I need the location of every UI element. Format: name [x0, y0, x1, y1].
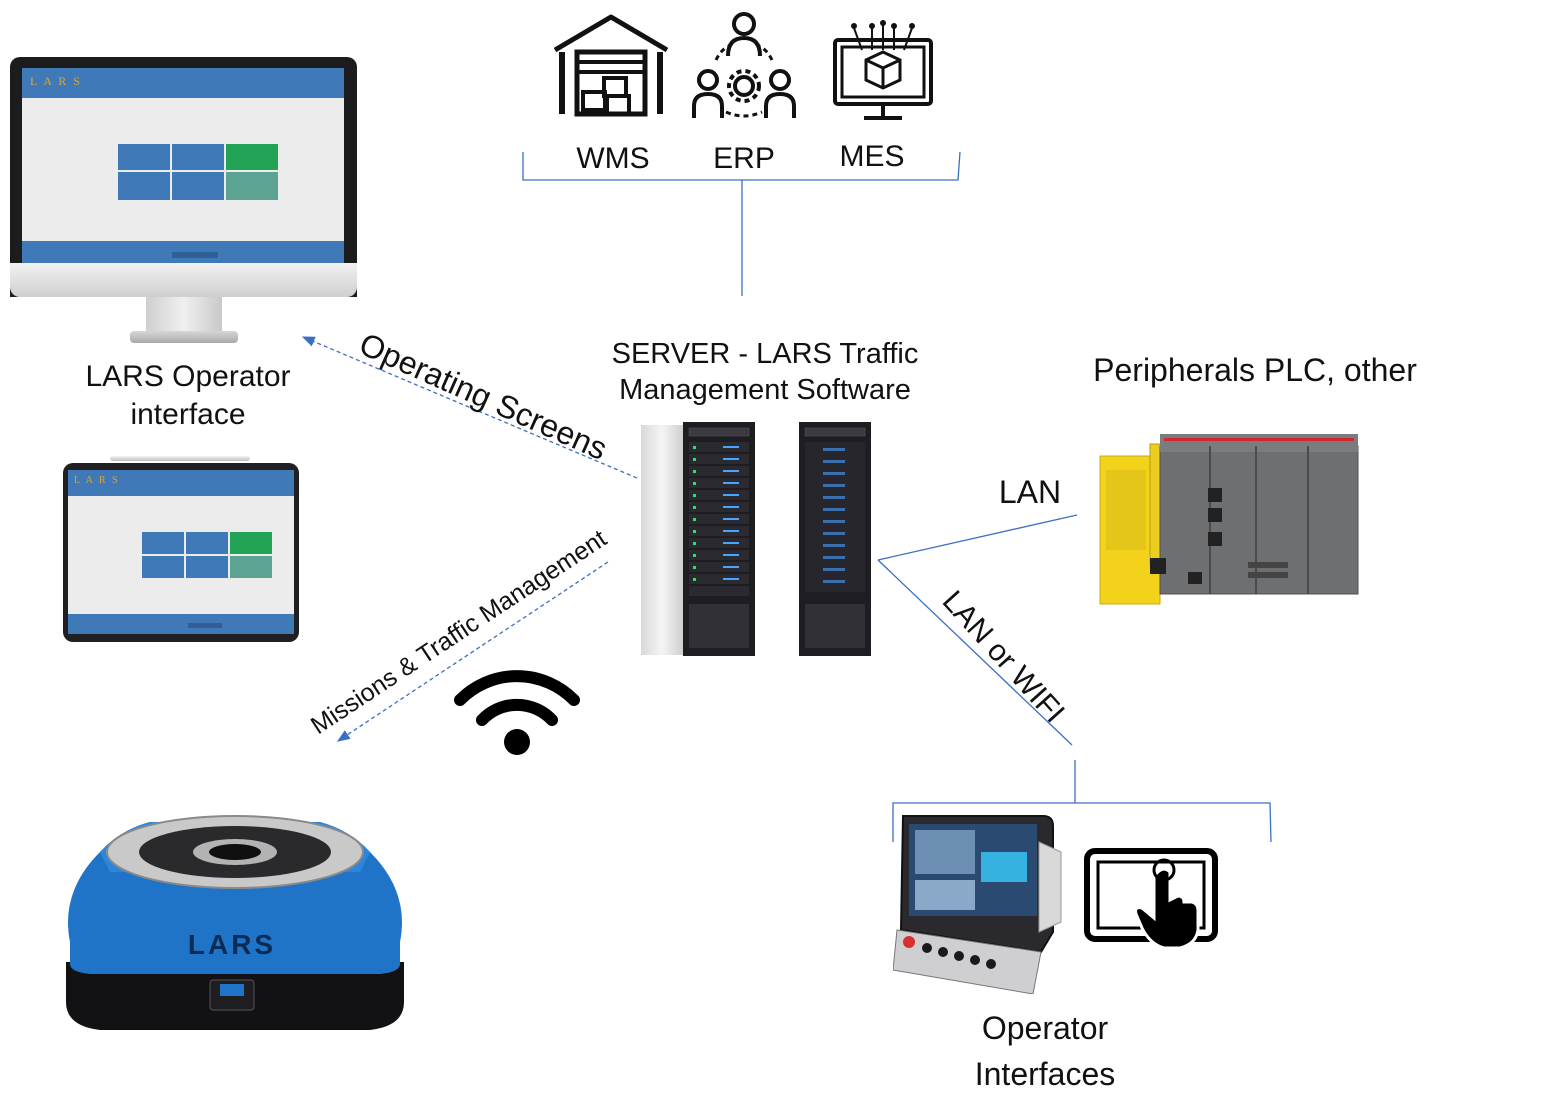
erp-label: ERP [713, 142, 775, 175]
server-label-line1: SERVER - LARS Traffic [611, 338, 919, 370]
operating-screens-label: Operating Screens [354, 326, 612, 467]
app-tile [118, 144, 170, 170]
lan-label: LAN [998, 474, 1062, 510]
logout-button [172, 252, 218, 258]
computer-box-icon [833, 20, 933, 120]
monitor-stand [146, 297, 222, 333]
wms-label: WMS [576, 142, 650, 175]
operator-interface-line1: LARS Operator [85, 360, 291, 393]
app-tile [186, 532, 228, 554]
monitor-app-logo: L A R S [30, 74, 82, 88]
server-label: SERVER - LARS Traffic Management Softwar… [600, 336, 930, 409]
peripherals-label: Peripherals PLC, other [1093, 352, 1417, 388]
robot-brand-label: LARS [188, 929, 276, 960]
missions-arrow [336, 561, 609, 742]
operator-interfaces-line1: Operator [981, 1010, 1109, 1046]
app-tile [142, 532, 184, 554]
people-gear-icon [692, 12, 796, 118]
stylus [110, 456, 250, 461]
lan-line [877, 514, 1078, 561]
app-tile [230, 556, 272, 578]
lan-or-wifi-label: LAN or WIFI [936, 585, 1071, 730]
server-units [688, 427, 866, 648]
mes-label: MES [839, 140, 905, 173]
operator-interfaces-label: Operator Interfaces [925, 1008, 1165, 1094]
operator-interface-line2: interface [130, 397, 246, 431]
plc-device [1099, 434, 1359, 605]
hmi-panel [893, 815, 1062, 994]
app-tile [226, 144, 278, 170]
operator-interface-label: LARS Operator interface [58, 358, 318, 433]
app-tile [226, 172, 278, 200]
tablet-app-logo: L A R S [74, 475, 120, 486]
app-tile [186, 556, 228, 578]
touch-tablet-icon [1084, 848, 1218, 950]
top-systems-brace [522, 151, 961, 296]
monitor-base [130, 331, 238, 343]
operator-interfaces-brace [892, 760, 1272, 843]
monitor-app-screen: L A R S [22, 68, 344, 265]
app-tile [142, 556, 184, 578]
app-tile [118, 172, 170, 200]
logout-button [188, 623, 222, 628]
warehouse-icon [553, 14, 669, 117]
tablet-app-screen: L A R S [68, 470, 294, 634]
lars-robot: LARS [66, 815, 404, 1030]
wifi-icon [454, 670, 580, 755]
lan-wifi-line [877, 559, 1073, 746]
rack-door [641, 425, 683, 655]
app-tile [172, 172, 224, 200]
app-tile [230, 532, 272, 554]
operating-screens-arrow [301, 336, 638, 479]
operator-interfaces-line2: Interfaces [974, 1056, 1116, 1092]
app-tile [172, 144, 224, 170]
monitor-chin [10, 263, 357, 297]
server-label-line2: Management Software [619, 374, 911, 407]
